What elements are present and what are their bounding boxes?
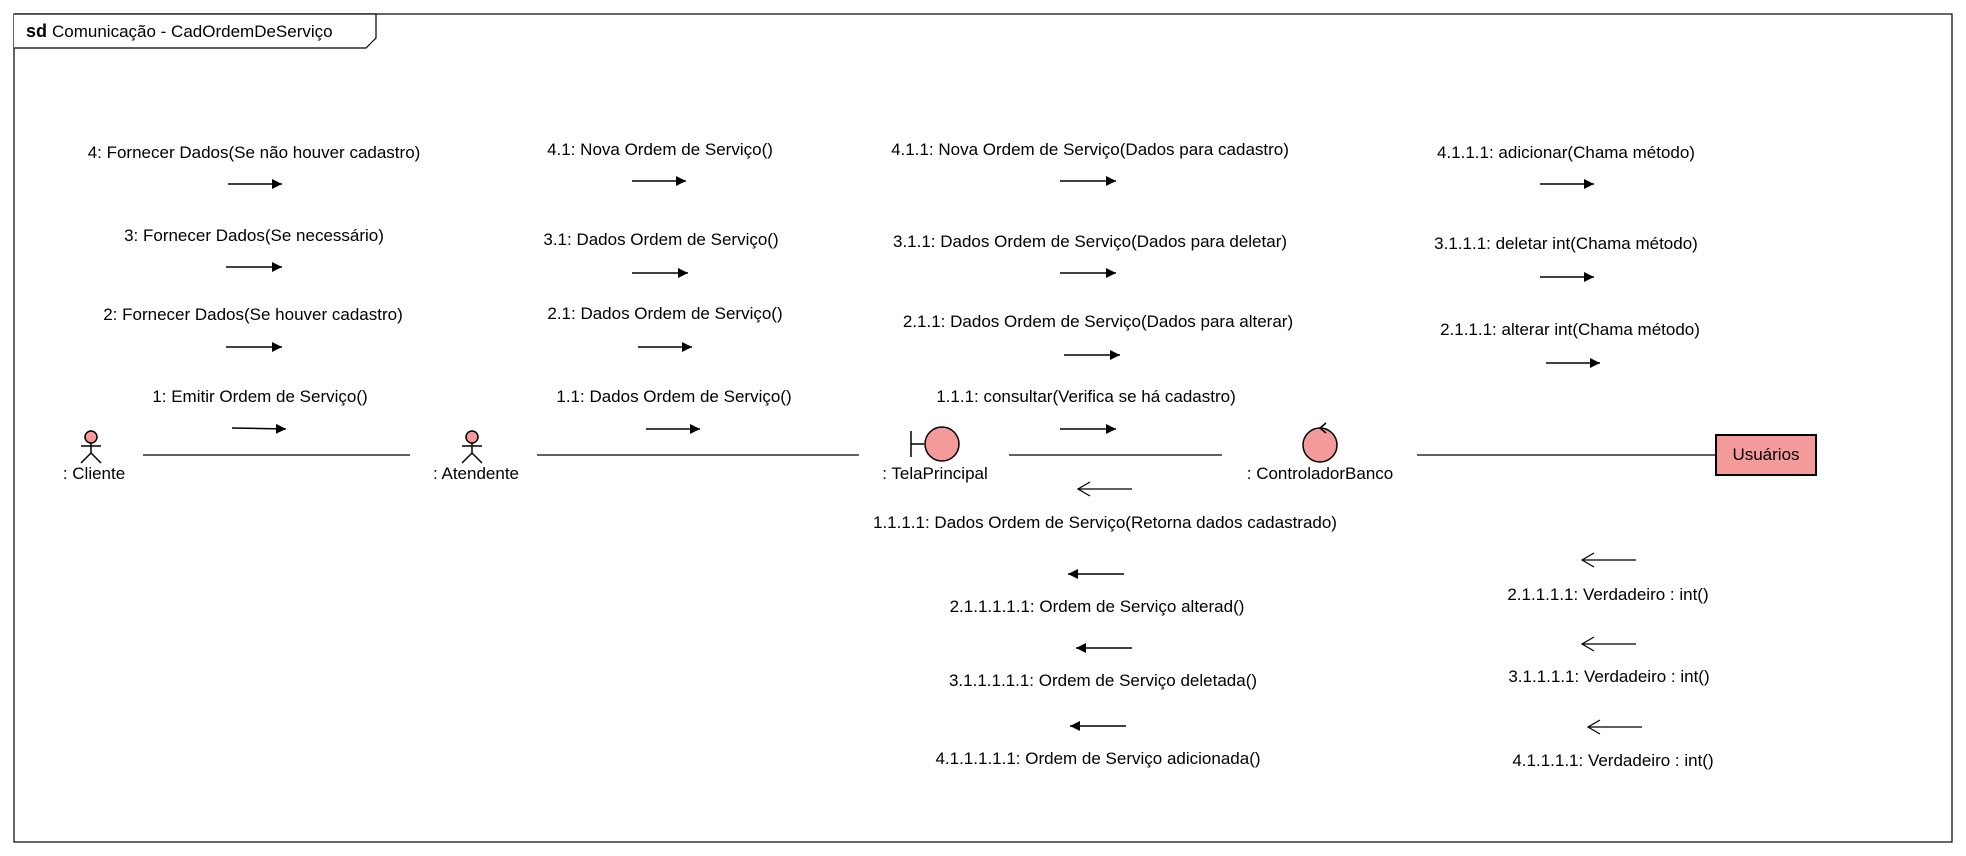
participant-controladorbanco-label: : ControladorBanco [1247, 464, 1393, 483]
message-label: 1.1.1: consultar(Verifica se há cadastro… [936, 387, 1236, 406]
message-label: 3.1: Dados Ordem de Serviço() [543, 230, 778, 249]
message-label: 1.1: Dados Ordem de Serviço() [556, 387, 791, 406]
message-label: 2.1.1.1: alterar int(Chama método) [1440, 320, 1700, 339]
message-label: 2: Fornecer Dados(Se houver cadastro) [103, 305, 403, 324]
return-message-label: 2.1.1.1.1.1: Ordem de Serviço alterad() [950, 597, 1245, 616]
frame-title-tab [14, 13, 377, 49]
return-message-label: 4.1.1.1.1: Verdadeiro : int() [1512, 751, 1713, 770]
participant-telaprincipal-label: : TelaPrincipal [882, 464, 988, 483]
return-message-label: 1.1.1.1: Dados Ordem de Serviço(Retorna … [873, 513, 1337, 532]
message-label: 4.1.1: Nova Ordem de Serviço(Dados para … [891, 140, 1289, 159]
message-label: 2.1.1: Dados Ordem de Serviço(Dados para… [903, 312, 1293, 331]
message-label: 3.1.1: Dados Ordem de Serviço(Dados para… [893, 232, 1287, 251]
message-label: 2.1: Dados Ordem de Serviço() [547, 304, 782, 323]
control-controladorbanco-icon[interactable] [1302, 422, 1338, 463]
participant-usuarios-box[interactable] [1715, 434, 1817, 476]
participant-cliente-label: : Cliente [63, 464, 125, 483]
return-message-label: 2.1.1.1.1: Verdadeiro : int() [1507, 585, 1708, 604]
message-arrow [231, 423, 287, 434]
return-message-label: 3.1.1.1.1: Verdadeiro : int() [1508, 667, 1709, 686]
actor-cliente-icon[interactable] [80, 430, 102, 464]
actor-atendente-icon[interactable] [461, 430, 483, 464]
return-message-label: 3.1.1.1.1.1: Ordem de Serviço deletada() [949, 671, 1257, 690]
message-label: 4: Fornecer Dados(Se não houver cadastro… [88, 143, 421, 162]
participant-usuarios-label: Usuários [1732, 445, 1799, 464]
message-label: 1: Emitir Ordem de Serviço() [152, 387, 367, 406]
diagram-frame [13, 13, 1953, 843]
boundary-telaprincipal-icon[interactable] [910, 426, 960, 462]
frame-keyword: sd [26, 21, 47, 41]
message-label: 3.1.1.1: deletar int(Chama método) [1434, 234, 1698, 253]
message-label: 4.1: Nova Ordem de Serviço() [547, 140, 773, 159]
message-label: 4.1.1.1: adicionar(Chama método) [1437, 143, 1695, 162]
message-label: 3: Fornecer Dados(Se necessário) [124, 226, 384, 245]
return-message-label: 4.1.1.1.1.1: Ordem de Serviço adicionada… [935, 749, 1260, 768]
frame-title: Comunicação - CadOrdemDeServiço [52, 22, 333, 41]
participant-atendente-label: : Atendente [433, 464, 519, 483]
